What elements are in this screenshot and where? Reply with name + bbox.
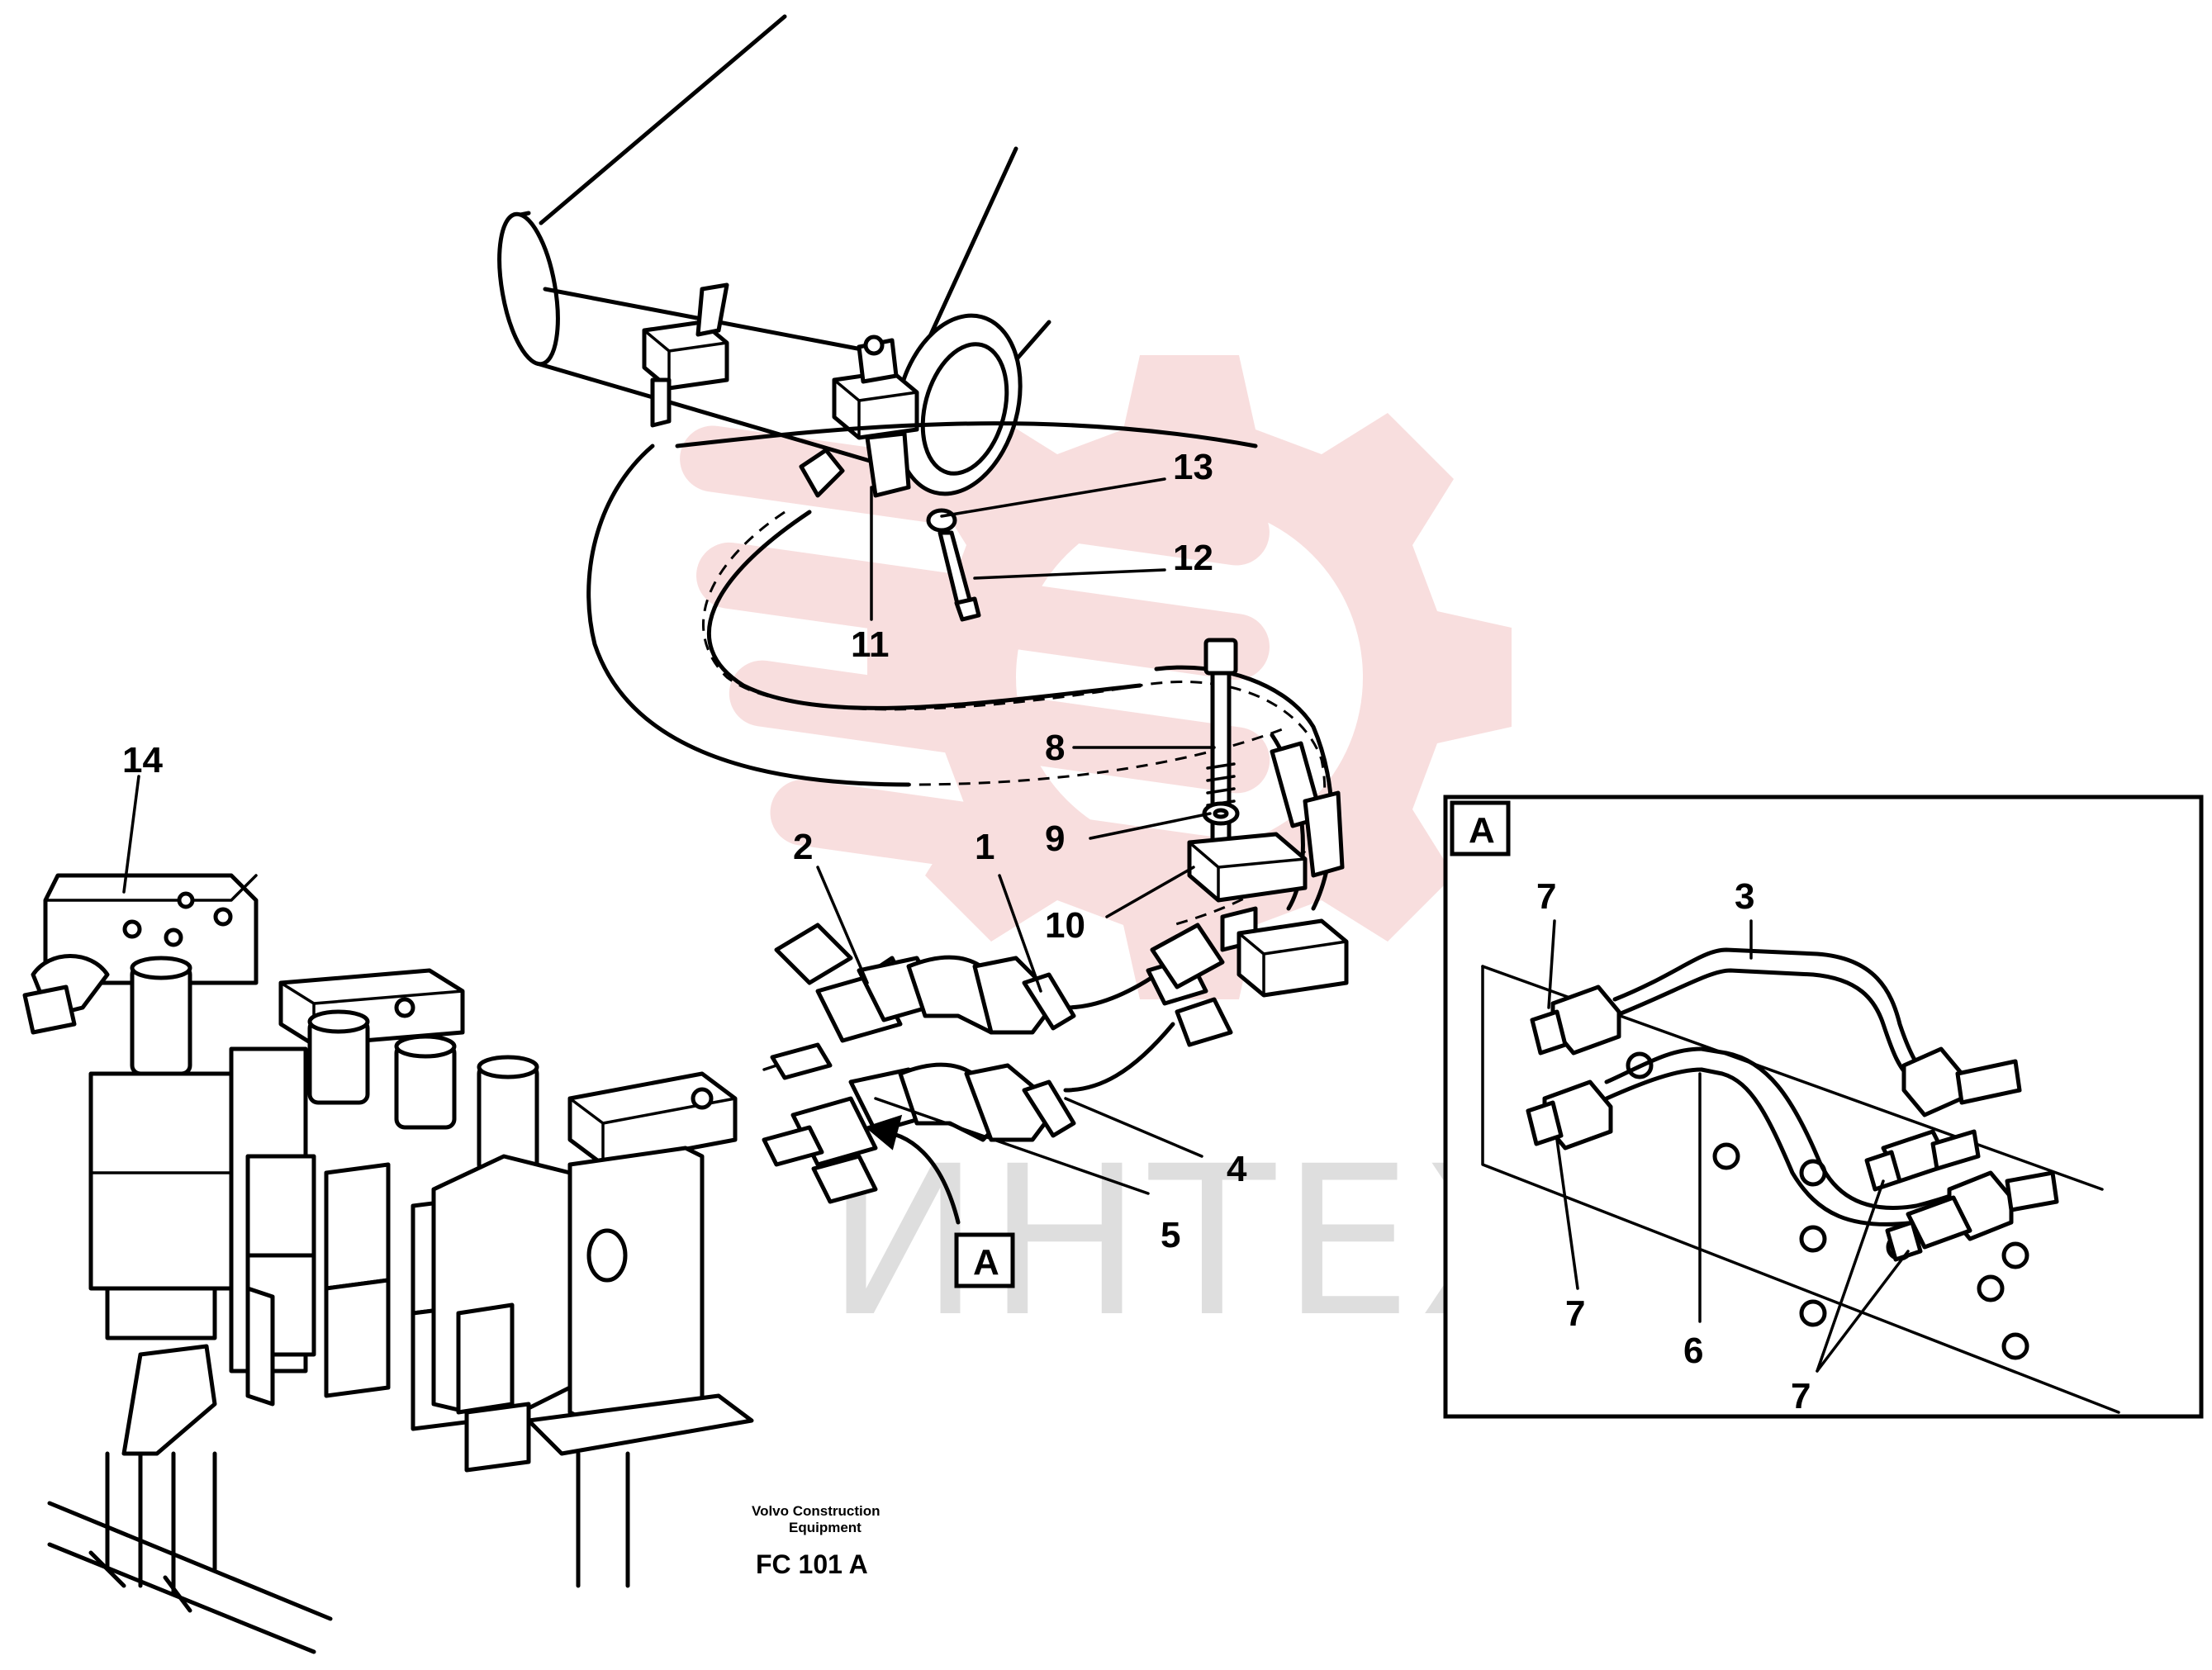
- view-marker-box: [954, 1232, 1015, 1288]
- detail-callout-6: 6: [1683, 1331, 1703, 1371]
- callout-8: 8: [1045, 728, 1065, 768]
- leader-lines: [122, 477, 1910, 1373]
- fitting-lower: [762, 1062, 1076, 1204]
- callout-13: 13: [1173, 447, 1213, 487]
- callout-11: 11: [851, 624, 890, 665]
- detail-callout-7-top: 7: [1536, 876, 1556, 917]
- detail-marker: A: [1469, 810, 1495, 851]
- detail-callout-3: 3: [1735, 876, 1754, 917]
- boom-cylinder: [497, 14, 1051, 496]
- view-marker: A: [973, 1242, 999, 1283]
- detail-view-a: [1443, 795, 2204, 1419]
- clamp-10: [1150, 832, 1349, 998]
- callout-12: 12: [1173, 538, 1213, 578]
- watermark-text: ИНТЕХ: [826, 1122, 1567, 1362]
- detail-callout-7-left: 7: [1565, 1293, 1585, 1334]
- valve-block-14: [22, 873, 754, 1654]
- callout-14: 14: [122, 740, 163, 780]
- caption: Volvo Construction Equipment FC 101 A: [752, 1503, 881, 1579]
- fitting-upper: [762, 923, 1076, 1080]
- caption-brand: Volvo Construction: [752, 1503, 881, 1519]
- bolt-12: [926, 508, 981, 622]
- callout-10: 10: [1045, 905, 1085, 946]
- caption-brand-line2: Equipment: [789, 1520, 862, 1535]
- detail-callout-7-bottom: 7: [1791, 1376, 1811, 1416]
- callout-labels: 1 2 4 5 8 9 10 11 12 13 14 A A 7 3 7 6 7: [122, 447, 1811, 1416]
- boom-clamp-left: [642, 282, 729, 428]
- callout-9: 9: [1045, 818, 1065, 859]
- boom-clamp-right: [799, 334, 919, 498]
- callout-2: 2: [793, 827, 813, 867]
- callout-5: 5: [1161, 1215, 1180, 1255]
- callout-1: 1: [975, 827, 994, 867]
- callout-4: 4: [1227, 1149, 1247, 1189]
- caption-code: FC 101 A: [756, 1549, 868, 1579]
- watermark-gear-logo: [680, 355, 1512, 999]
